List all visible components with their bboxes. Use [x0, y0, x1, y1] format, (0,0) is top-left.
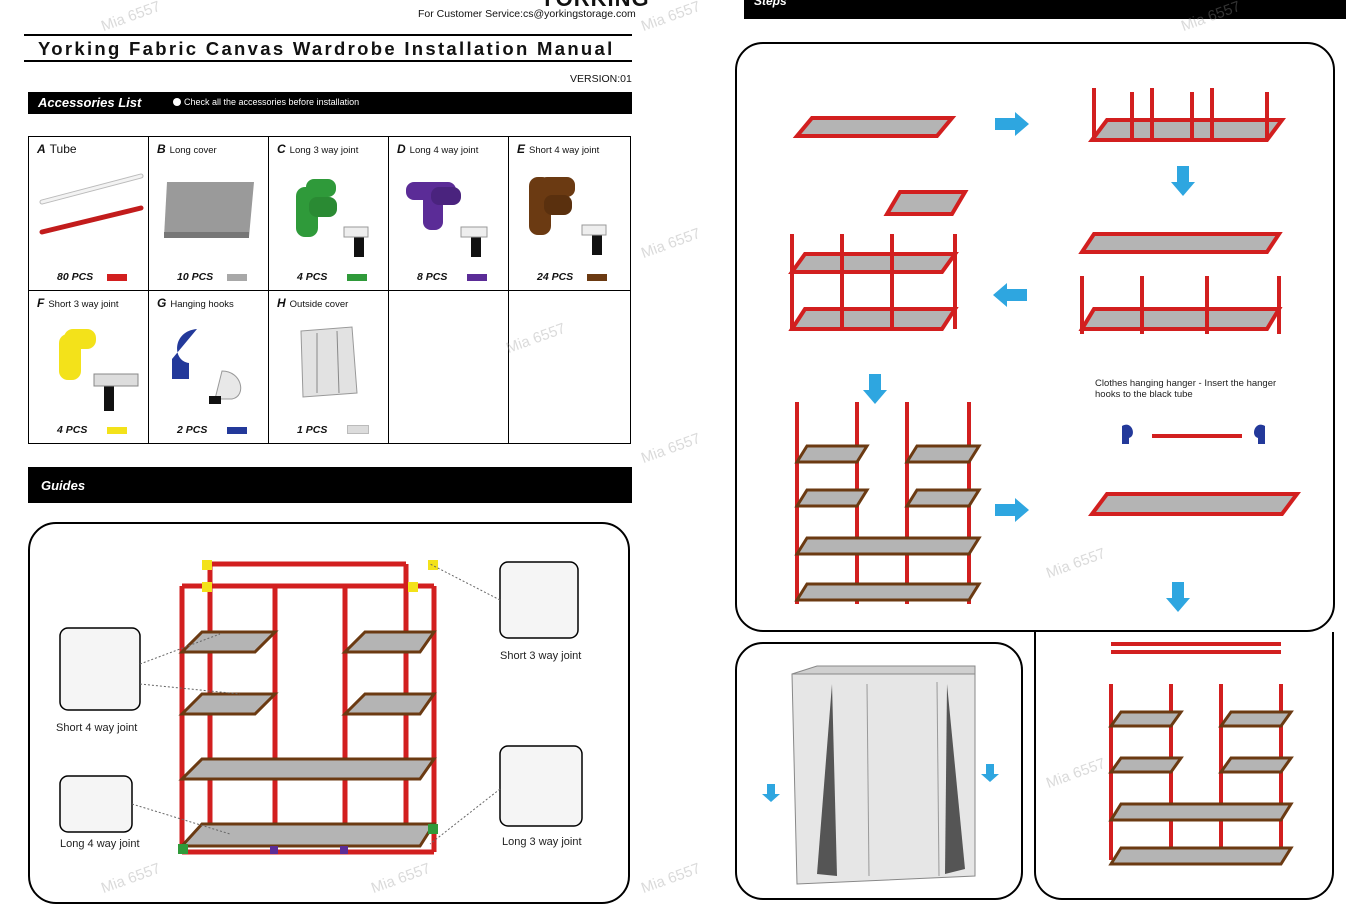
- color-swatch: [467, 274, 487, 281]
- steps-panel: Clothes hanging hanger - Insert the hang…: [735, 42, 1335, 632]
- accessory-letter: G: [157, 296, 167, 310]
- accessory-count: 2 PCS: [177, 424, 208, 436]
- accessory-name: Long cover: [169, 145, 217, 156]
- steps-title: Steps: [754, 0, 787, 8]
- cover-box-illustration: [300, 326, 358, 398]
- accessory-name: Long 3 way joint: [289, 145, 359, 156]
- accessories-note: Check all the accessories before install…: [173, 97, 359, 107]
- accessory-count: 8 PCS: [417, 271, 448, 283]
- green-joint-illustration: [296, 179, 369, 257]
- final-step-diagram: [1108, 642, 1294, 866]
- tube-illustration: [39, 173, 144, 235]
- watermark: Mia 6557: [98, 0, 163, 36]
- guides-header: Guides: [28, 467, 632, 503]
- accessory-count: 80 PCS: [57, 271, 94, 283]
- accessories-title: Accessories List: [38, 95, 142, 110]
- guides-panel: Short 3 way joint Short 4 way joint Long…: [28, 522, 630, 904]
- watermark: Mia 6557: [638, 224, 703, 263]
- color-swatch: [227, 274, 247, 281]
- color-swatch: [107, 427, 127, 434]
- purple-joint-illustration: [406, 182, 488, 257]
- color-swatch: [107, 274, 127, 281]
- accessory-letter: C: [277, 142, 286, 156]
- color-swatch: [347, 425, 369, 434]
- callout-short-3-way: Short 3 way joint: [500, 650, 582, 662]
- accessory-count: 4 PCS: [57, 424, 88, 436]
- accessory-count: 4 PCS: [297, 271, 328, 283]
- accessory-letter: B: [157, 142, 166, 156]
- callout-short-4-way: Short 4 way joint: [56, 722, 138, 734]
- color-swatch: [587, 274, 607, 281]
- accessory-count: 10 PCS: [177, 271, 214, 283]
- cover-illustration: [164, 182, 254, 238]
- callout-long-4-way: Long 4 way joint: [60, 838, 140, 850]
- watermark: Mia 6557: [638, 859, 703, 898]
- page-title: Yorking Fabric Canvas Wardrobe Installat…: [24, 34, 632, 62]
- brand-logo: YORKING: [540, 0, 650, 12]
- wardrobe-guide-diagram: [59, 560, 583, 855]
- accessories-header: Accessories List Check all the accessori…: [28, 92, 632, 114]
- accessory-name: Outside cover: [289, 299, 349, 310]
- accessory-letter: E: [517, 142, 526, 156]
- watermark: Mia 6557: [638, 429, 703, 468]
- guides-title: Guides: [41, 478, 86, 493]
- accessory-name: Tube: [49, 142, 77, 156]
- empty-cell: [389, 291, 509, 443]
- version-label: VERSION:01: [570, 73, 632, 85]
- callout-long-3-way: Long 3 way joint: [502, 836, 582, 848]
- cover-step-panel: [735, 642, 1023, 900]
- accessory-count: 1 PCS: [297, 424, 328, 436]
- hook-illustration: [172, 329, 242, 404]
- accessory-name: Short 3 way joint: [48, 299, 119, 310]
- customer-service: For Customer Service:cs@yorkingstorage.c…: [418, 8, 636, 20]
- brown-joint-illustration: [529, 177, 607, 255]
- accessory-name: Short 4 way joint: [529, 145, 600, 156]
- cover-step-diagram: [762, 665, 999, 885]
- assembly-steps-diagram: [788, 88, 1301, 612]
- accessory-letter: A: [37, 142, 46, 156]
- steps-header: Steps: [744, 0, 1346, 19]
- accessory-letter: H: [277, 296, 286, 310]
- hanger-note: Clothes hanging hanger - Insert the hang…: [1095, 378, 1277, 400]
- color-swatch: [227, 427, 247, 434]
- accessory-name: Hanging hooks: [170, 299, 234, 310]
- accessory-count: 24 PCS: [537, 271, 574, 283]
- accessory-letter: D: [397, 142, 406, 156]
- color-swatch: [347, 274, 367, 281]
- accessory-name: Long 4 way joint: [409, 145, 479, 156]
- final-step-panel: [1034, 632, 1334, 900]
- accessory-letter: F: [37, 296, 45, 310]
- yellow-joint-illustration: [59, 329, 139, 411]
